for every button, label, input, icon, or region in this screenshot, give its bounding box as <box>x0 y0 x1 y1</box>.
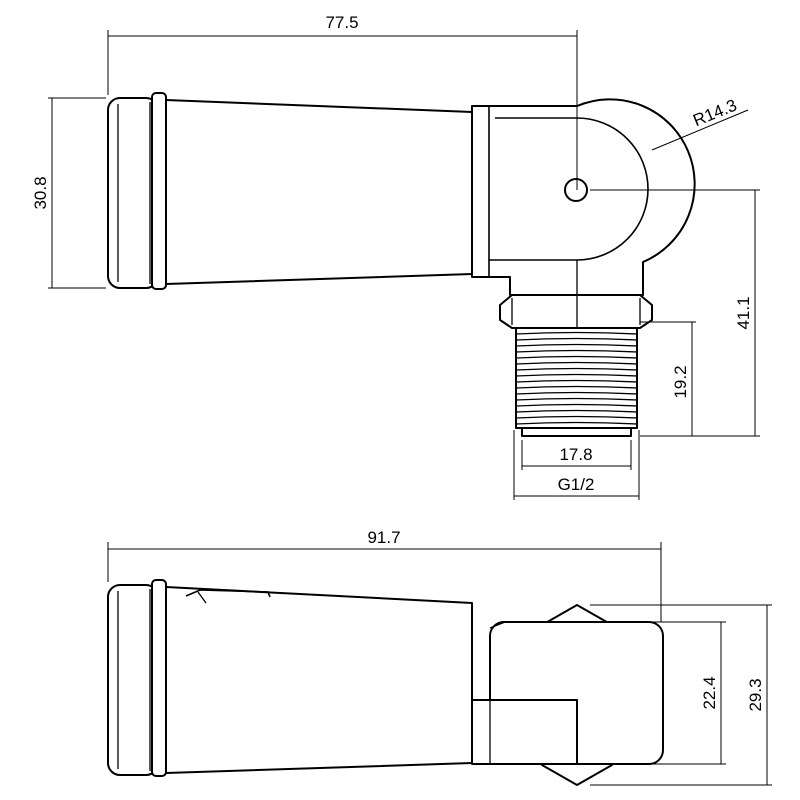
thread-ridge <box>515 421 638 425</box>
bottom-tapered-barrel <box>165 586 473 774</box>
dim-radius: R14.3 <box>690 96 739 131</box>
thread-ridge <box>515 343 638 347</box>
thread-ridge <box>515 397 638 401</box>
dim-thread-diameter: 17.8 <box>559 445 592 464</box>
thread-ridge <box>515 379 638 383</box>
dim-thread-length: 19.2 <box>671 365 690 398</box>
thread-ridge <box>515 349 638 353</box>
thread-ridge <box>515 403 638 407</box>
thread-ridge <box>515 391 638 395</box>
dim-center-to-end: 41.1 <box>734 296 753 329</box>
dim-body-height: 22.4 <box>700 676 719 709</box>
dim-nut-height: 29.3 <box>746 678 765 711</box>
dim-bottom-length: 91.7 <box>367 528 400 547</box>
bottom-view-dimensions: 91.7 22.4 29.3 <box>107 528 772 786</box>
thread-ridge <box>515 415 638 419</box>
thread-ridge <box>515 373 638 377</box>
thread-ridge <box>515 367 638 371</box>
top-thread <box>515 327 638 429</box>
top-hex-nut <box>499 294 653 329</box>
dim-top-length: 77.5 <box>325 13 358 32</box>
top-view <box>107 92 696 437</box>
thread-ridge <box>515 409 638 413</box>
dim-top-height: 30.8 <box>31 176 50 209</box>
thread-ridge <box>515 385 638 389</box>
thread-ridge <box>515 355 638 359</box>
bottom-flange-ring <box>151 579 167 777</box>
pivot-hole <box>564 178 588 202</box>
thread-tip <box>521 427 632 437</box>
thread-ridge <box>515 361 638 365</box>
top-tapered-barrel <box>165 99 473 285</box>
bottom-view <box>107 579 664 786</box>
thread-ridge <box>515 337 638 341</box>
top-flange-ring <box>151 92 167 290</box>
bottom-base-arm <box>471 699 578 765</box>
thread-ridge <box>515 331 638 335</box>
dim-thread-spec: G1/2 <box>558 475 595 494</box>
thread-lines <box>515 331 638 425</box>
